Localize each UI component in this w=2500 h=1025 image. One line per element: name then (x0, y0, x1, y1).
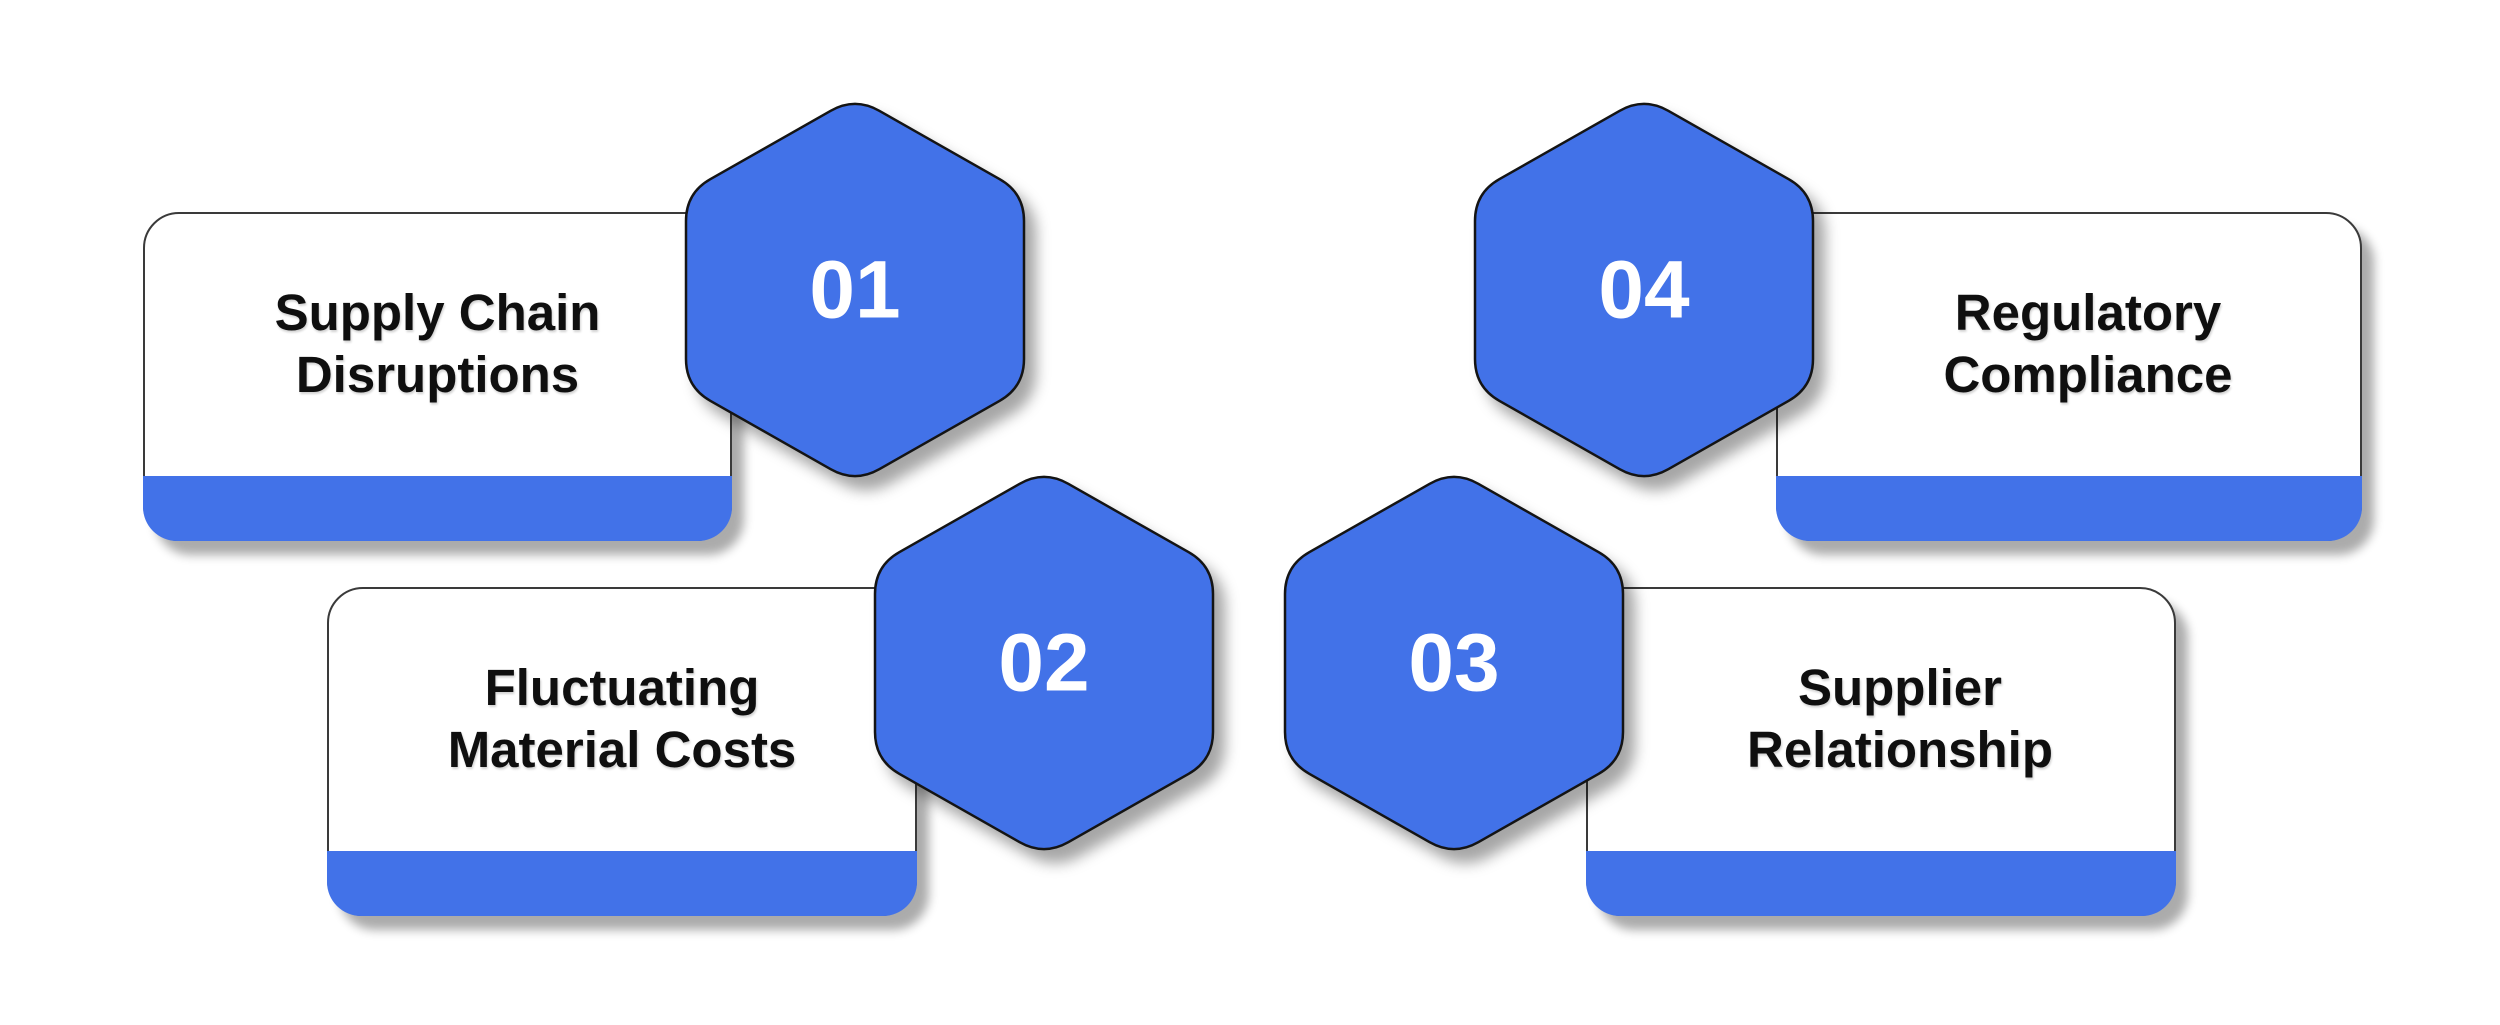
hexagon-number-01: 01 (809, 245, 900, 336)
card-title-line-1: Fluctuating (484, 659, 760, 716)
card-fluctuating-material-costs: Fluctuating Material Costs (327, 587, 917, 916)
card-regulatory-compliance: Regulatory Compliance (1776, 212, 2362, 541)
hexagon-icon: 04 (1473, 102, 1815, 478)
hexagon-badge-01: 01 (684, 97, 1026, 483)
card-title: Regulatory Compliance (1778, 214, 2360, 474)
card-supplier-relationship: Supplier Relationship (1586, 587, 2176, 916)
hexagon-number-02: 02 (998, 618, 1089, 709)
card-accent-bar (143, 476, 732, 541)
hexagon-number-03: 03 (1408, 618, 1499, 709)
card-accent-bar (1776, 476, 2362, 541)
hexagon-badge-02: 02 (873, 470, 1215, 856)
card-title: Supplier Relationship (1588, 589, 2174, 849)
card-supply-chain-disruptions: Supply Chain Disruptions (143, 212, 732, 541)
hexagon-badge-03: 03 (1283, 470, 1625, 856)
hexagon-number-04: 04 (1598, 245, 1690, 336)
hexagon-icon: 01 (684, 102, 1026, 478)
card-accent-bar (1586, 851, 2176, 916)
card-title-line-2: Disruptions (295, 346, 580, 403)
card-title: Fluctuating Material Costs (329, 589, 915, 849)
card-title-line-2: Material Costs (447, 721, 797, 778)
card-title-line-2: Compliance (1943, 346, 2233, 403)
card-title: Supply Chain Disruptions (145, 214, 730, 474)
card-title-line-1: Supply Chain (274, 284, 601, 341)
card-title-line-1: Supplier (1797, 659, 2003, 716)
hexagon-icon: 03 (1283, 475, 1625, 851)
card-title-line-2: Relationship (1746, 721, 2054, 778)
hexagon-icon: 02 (873, 475, 1215, 851)
card-title-line-1: Regulatory (1954, 284, 2222, 341)
hexagon-badge-04: 04 (1473, 97, 1815, 483)
card-accent-bar (327, 851, 917, 916)
